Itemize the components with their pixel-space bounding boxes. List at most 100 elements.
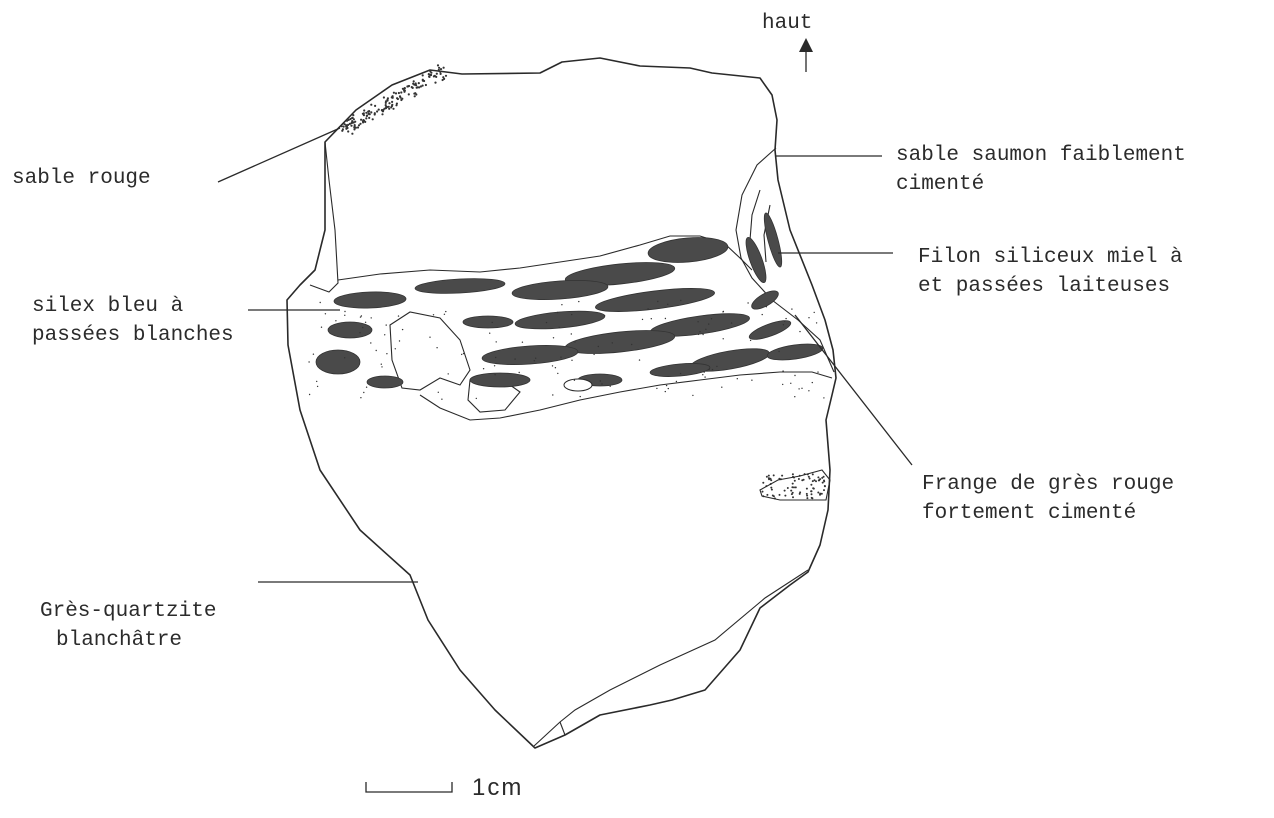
stipple-dot xyxy=(552,365,553,366)
stipple-dot xyxy=(370,342,371,343)
stipple-dot xyxy=(798,478,800,480)
stipple-dot xyxy=(362,120,364,122)
stipple-dot xyxy=(705,329,706,330)
stipple-dot xyxy=(702,374,703,375)
stipple-dot xyxy=(422,74,424,76)
stipple-dot xyxy=(708,323,709,324)
stipple-dot xyxy=(445,75,447,77)
stipple-dot xyxy=(434,82,436,84)
stipple-dot xyxy=(723,338,724,339)
stipple-dot xyxy=(604,315,605,316)
stipple-dot xyxy=(425,84,427,86)
stipple-dot xyxy=(792,492,794,494)
stipple-dot xyxy=(600,380,601,381)
stipple-dot xyxy=(438,392,439,393)
stipple-dot xyxy=(444,314,445,315)
stipple-dot xyxy=(794,396,795,397)
stipple-dot xyxy=(347,130,349,132)
stipple-dot xyxy=(750,340,751,341)
stipple-dot xyxy=(391,96,393,98)
stipple-dot xyxy=(555,367,556,368)
stipple-dot xyxy=(439,71,441,73)
stipple-dot xyxy=(770,487,772,489)
stipple-dot xyxy=(768,475,770,477)
stipple-dot xyxy=(430,72,432,74)
stipple-dot xyxy=(785,318,786,319)
label-frange-2: fortement cimenté xyxy=(922,502,1136,525)
stipple-dot xyxy=(321,327,322,328)
stipple-dot xyxy=(571,333,572,334)
stipple-dot xyxy=(737,378,738,379)
stipple-dot xyxy=(680,300,681,301)
stipple-dot xyxy=(799,331,800,332)
stipple-dot xyxy=(808,317,809,318)
stipple-dot xyxy=(666,385,667,386)
stipple-dot xyxy=(461,354,462,355)
stipple-dot xyxy=(557,312,558,313)
stipple-dot xyxy=(360,397,361,398)
stipple-dot xyxy=(414,95,416,97)
stipple-dot xyxy=(657,301,658,302)
stipple-dot xyxy=(353,128,355,130)
stipple-dot xyxy=(418,82,420,84)
red-sand-stipple xyxy=(341,64,448,134)
stipple-dot xyxy=(782,370,783,371)
label-sable-saumon-2: cimenté xyxy=(896,173,984,196)
stipple-dot xyxy=(363,392,364,393)
up-arrow-icon xyxy=(799,38,813,72)
stipple-dot xyxy=(799,493,801,495)
stipple-dot xyxy=(668,388,669,389)
stipple-dot xyxy=(704,376,705,377)
stipple-dot xyxy=(793,486,795,488)
stipple-dot xyxy=(381,113,383,115)
stipple-dot xyxy=(354,124,356,126)
stipple-dot xyxy=(779,494,781,496)
stipple-dot xyxy=(773,474,775,476)
stipple-dot xyxy=(408,93,410,95)
stipple-dot xyxy=(437,64,439,66)
stipple-dot xyxy=(483,368,484,369)
stipple-dot xyxy=(814,312,815,313)
stipple-dot xyxy=(388,108,390,110)
stipple-dot xyxy=(692,395,693,396)
stipple-dot xyxy=(436,73,438,75)
stipple-dot xyxy=(366,115,368,117)
stipple-dot xyxy=(823,397,824,398)
stipple-dot xyxy=(808,390,809,391)
stipple-dot xyxy=(362,327,363,328)
stipple-dot xyxy=(385,100,387,102)
stipple-dot xyxy=(344,357,345,358)
stipple-dot xyxy=(435,76,437,78)
stipple-dot xyxy=(522,342,523,343)
stipple-dot xyxy=(571,314,572,315)
stipple-dot xyxy=(751,380,752,381)
stipple-dot xyxy=(809,478,811,480)
stipple-dot xyxy=(557,373,558,374)
stipple-dot xyxy=(747,302,748,303)
stipple-dot xyxy=(357,126,359,128)
stipple-dot xyxy=(782,384,783,385)
stipple-dot xyxy=(351,117,353,119)
stipple-dot xyxy=(665,391,666,392)
stipple-dot xyxy=(370,111,372,113)
stipple-dot xyxy=(651,318,652,319)
stipple-dot xyxy=(492,322,493,323)
stipple-dot xyxy=(429,337,430,338)
stipple-dot xyxy=(368,110,370,112)
stipple-dot xyxy=(514,358,515,359)
stipple-dot xyxy=(766,306,767,307)
stipple-dot xyxy=(631,344,632,345)
stipple-dot xyxy=(355,127,357,129)
stipple-dot xyxy=(371,317,372,318)
stipple-dot xyxy=(790,383,791,384)
stipple-dot xyxy=(656,388,657,389)
label-sable-saumon-1: sable saumon faiblement xyxy=(896,144,1186,167)
stipple-dot xyxy=(823,489,825,491)
stipple-dot xyxy=(798,388,799,389)
stipple-dot xyxy=(702,334,703,335)
stipple-dot xyxy=(422,80,424,82)
label-filon-1: Filon siliceux miel à xyxy=(918,246,1183,269)
stipple-dot xyxy=(818,479,820,481)
stipple-dot xyxy=(398,92,400,94)
